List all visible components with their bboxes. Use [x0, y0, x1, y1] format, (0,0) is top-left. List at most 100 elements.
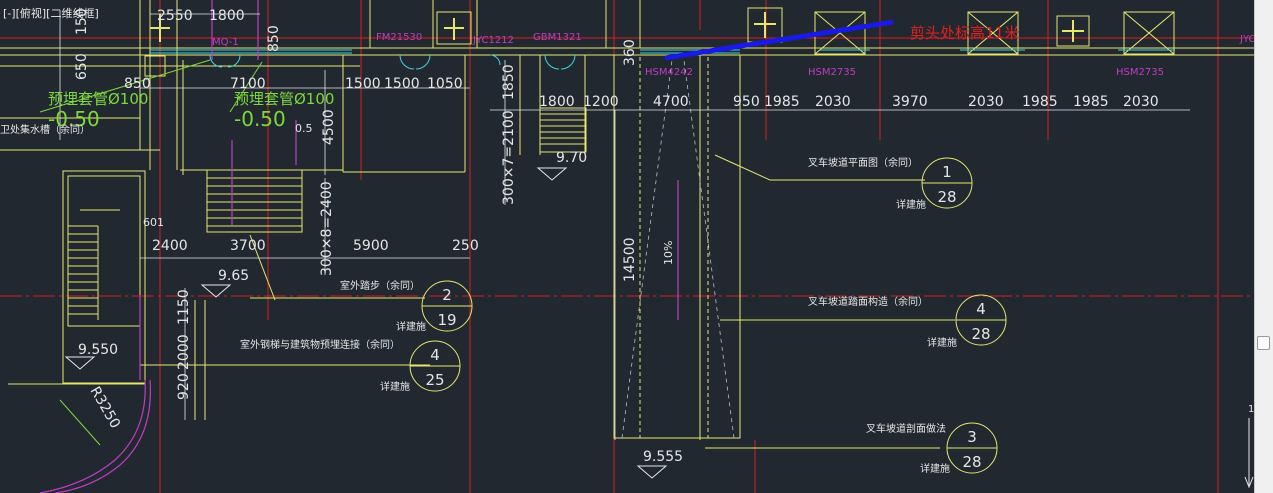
- pipe-labels: 预埋套管Ø100 -0.50 预埋套管Ø100 -0.50: [48, 90, 334, 131]
- dim-label: 360: [622, 39, 638, 66]
- small-annotations: 0.5 601 10% 1: [143, 122, 1254, 415]
- stair-outline: [539, 107, 587, 153]
- dim-label: 2030: [815, 94, 851, 110]
- ref-bottom: 19: [437, 311, 456, 329]
- pipe-callouts: [39, 59, 263, 446]
- elevation-value: 9.70: [556, 150, 587, 166]
- column-box: [1056, 15, 1090, 47]
- ref-top: 2: [442, 286, 452, 304]
- ramp-centre: [639, 54, 709, 439]
- outdoor-steps: [206, 169, 303, 233]
- dim-label: 850: [124, 76, 151, 92]
- dimension-text: 2550 1800 850 7100 1500 1500 1050 1800 1…: [124, 8, 1159, 254]
- door-tag: GBM1321: [533, 32, 582, 43]
- vertical-dimension-text: 150 650 850 4500 1850 300×7=2100 360 300…: [74, 8, 638, 400]
- viewport-controls: [-][俯视][二维线框]: [3, 5, 99, 21]
- stair-treads: [540, 113, 586, 145]
- pipes: [39, 0, 679, 493]
- dim-label: 2030: [1123, 94, 1159, 110]
- dim-label: 920: [176, 373, 192, 400]
- dim-label: 650: [74, 53, 90, 80]
- ref-top: 4: [430, 346, 440, 364]
- ref-note-sub: 详建施: [380, 380, 410, 393]
- reference-notes: 卫处集水槽（余同） 叉车坡道平面图（余同） 详建施 室外踏步（余同） 详建施 叉…: [0, 123, 957, 475]
- dim-label: 850: [266, 25, 282, 52]
- dim-label: 2400: [152, 238, 188, 254]
- small-dim: 601: [143, 216, 164, 229]
- pipe-run: [39, 379, 146, 493]
- equipment-box: [1123, 11, 1175, 55]
- ref-bottom: 28: [937, 188, 956, 206]
- ref-note-sub: 详建施: [927, 336, 957, 349]
- ref-note: 叉车坡道剖面做法: [866, 422, 946, 435]
- dim-label: 5900: [353, 238, 389, 254]
- dim-label: 4500: [321, 109, 337, 145]
- ref-note-sub: 详建施: [896, 198, 926, 211]
- dimension-lines: [59, 10, 1190, 440]
- elevation-value: 9.550: [78, 342, 118, 358]
- door-tag: JYC1212: [472, 35, 514, 46]
- viewport-menu-control[interactable]: [-]: [3, 7, 16, 20]
- elevation-value: 9.555: [643, 449, 683, 465]
- ref-top: 3: [967, 428, 977, 446]
- elevation-text: 9.70 9.65 9.550 9.555 R3250: [78, 150, 683, 465]
- view-direction-control[interactable]: [俯视]: [15, 7, 47, 20]
- dim-label: 250: [452, 238, 479, 254]
- door-tag: MQ-1: [212, 37, 239, 48]
- dim-label: 1985: [1073, 94, 1109, 110]
- slope-value: 0.5: [295, 122, 313, 135]
- stair-outline: [67, 175, 141, 327]
- ramp-slope: 10%: [662, 241, 675, 265]
- elevation-annotation: 剪头处标高11米: [910, 24, 1019, 42]
- door-tags: MQ-1 FM21530 JYC1212 GBM1321 HSM4242 HSM…: [212, 32, 1255, 78]
- dim-label: 1500: [384, 76, 420, 92]
- dim-label: 14500: [622, 237, 638, 282]
- ref-note: 室外踏步（余同）: [340, 279, 420, 292]
- dim-label: 3700: [230, 238, 266, 254]
- ref-note: 室外钢梯与建筑物预埋连接（余同）: [240, 338, 400, 351]
- pipe-label: 预埋套管Ø100: [234, 90, 334, 108]
- ref-bottom: 28: [971, 325, 990, 343]
- ref-note-sub: 详建施: [396, 320, 426, 333]
- ucs-label: 1: [1248, 404, 1254, 415]
- ref-note: 叉车坡道踏面构造（余同）: [808, 295, 928, 308]
- scrollbar-thumb[interactable]: [1257, 336, 1270, 350]
- dim-label: 1150: [176, 289, 192, 325]
- ref-bottom: 25: [425, 371, 444, 389]
- equipment-box: [967, 11, 1019, 55]
- dim-label: 1800: [209, 8, 245, 24]
- pipe-run: [54, 379, 152, 493]
- stair-outline: [62, 170, 146, 384]
- door-tag: HSM2735: [808, 67, 856, 78]
- vertical-scrollbar[interactable]: [1254, 0, 1273, 493]
- reference-numbers: 1 28 2 19 4 28 4 25 3 28: [425, 163, 990, 471]
- column-symbols: [150, 12, 1084, 42]
- dim-label: 1800: [539, 94, 575, 110]
- pipe-elevation: -0.50: [234, 107, 286, 131]
- ref-note: 叉车坡道平面图（余同）: [808, 156, 918, 169]
- step-treads: [207, 177, 302, 227]
- door-tag: JYC: [1239, 34, 1255, 45]
- ref-note-sub: 详建施: [920, 462, 950, 475]
- dim-label: 7100: [230, 76, 266, 92]
- visual-style-control[interactable]: [二维线框]: [46, 7, 99, 20]
- dim-label: 950: [733, 94, 760, 110]
- door-tag: HSM2735: [1116, 67, 1164, 78]
- dim-label: 2550: [157, 8, 193, 24]
- dim-label: 300×8=2400: [319, 181, 335, 276]
- dim-label: 1985: [764, 94, 800, 110]
- dim-label: 1850: [501, 64, 517, 100]
- door-tag: FM21530: [376, 32, 422, 43]
- dim-label: 1050: [427, 76, 463, 92]
- pipe-label: 预埋套管Ø100: [48, 90, 148, 108]
- building-outline: [0, 0, 1255, 449]
- elevation-symbols: [64, 167, 668, 479]
- elevation-marker: [664, 19, 894, 61]
- reference-circles: [409, 157, 1007, 474]
- drain-note: 卫处集水槽（余同）: [0, 123, 90, 136]
- ref-bottom: 28: [962, 453, 981, 471]
- dim-label: 1985: [1022, 94, 1058, 110]
